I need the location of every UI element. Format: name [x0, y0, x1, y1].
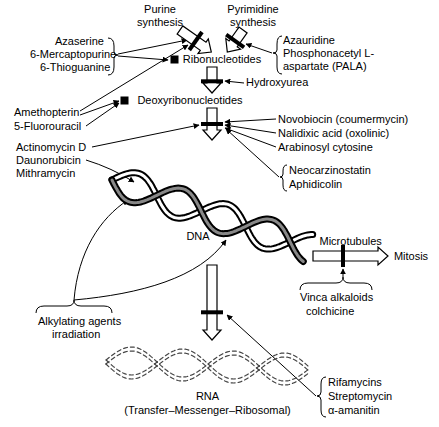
- drug-label: Actinomycin D: [16, 141, 86, 154]
- leader-arrow: [74, 240, 226, 300]
- node-text: Mitosis: [394, 250, 428, 263]
- bracket: [273, 36, 282, 74]
- node-text: Purine synthesis: [133, 3, 187, 29]
- hollow-arrow: [203, 108, 221, 140]
- leader-arrow: [225, 119, 276, 122]
- pathway-node: DNA: [108, 140, 313, 265]
- leader-arrow: [118, 40, 187, 54]
- drug-label: Arabinosyl cytosine: [278, 141, 373, 154]
- pathway-node: Deoxyribonucleotides: [130, 93, 250, 108]
- hollow-arrow: [226, 27, 247, 52]
- leader-arrow: [225, 128, 276, 147]
- block-bar: [201, 79, 223, 83]
- hollow-arrow: [313, 247, 388, 265]
- node-text: DNA: [170, 230, 226, 243]
- pathway-node: Purine synthesis: [133, 2, 187, 30]
- drug-label: 6-Thioguanine: [40, 61, 110, 74]
- helix-strand: [112, 173, 313, 249]
- leader-arrow: [225, 125, 276, 133]
- leader-arrow: [343, 269, 344, 277]
- pathway-node: Mitosis: [388, 249, 434, 264]
- drug-label: 5-Fluorouracil: [14, 120, 81, 133]
- drug-label: 6-Mercaptopurine: [30, 48, 116, 61]
- pathway-node: Ribonucleotides: [180, 52, 264, 67]
- drug-label: Azauridine: [283, 34, 335, 47]
- drug-label: Neocarzinostatin: [289, 164, 371, 177]
- drug-label: Amethopterin: [14, 106, 79, 119]
- dna-helix: [108, 140, 313, 265]
- block-bar: [341, 245, 345, 267]
- leader-arrow: [226, 129, 279, 177]
- drug-label: Daunorubicin: [16, 154, 81, 167]
- block-bar: [189, 32, 202, 50]
- leader-arrow: [92, 125, 199, 147]
- drug-label: Azaserine: [55, 35, 104, 48]
- block-bar: [201, 310, 223, 314]
- helix-strand: [112, 180, 303, 262]
- bracket: [317, 377, 326, 417]
- drug-label: Mithramycin: [16, 167, 75, 180]
- rna-strand-edge: [106, 351, 310, 385]
- leader-arrow: [227, 315, 316, 396]
- drug-label: Phosphonacetyl L-aspartate (PALA): [283, 47, 383, 73]
- block-bar: [201, 122, 223, 126]
- drug-label: Hydroxyurea: [246, 76, 308, 89]
- drug-label: Novobiocin (coumermycin): [278, 113, 408, 126]
- drug-label: Vinca alkaloids: [300, 291, 373, 304]
- leader-arrow: [246, 44, 272, 53]
- helix-strand: [112, 180, 303, 262]
- drug-label: α-amanitin: [328, 404, 380, 417]
- block-bar: [226, 35, 244, 48]
- leader-arrow: [80, 101, 119, 115]
- drug-label: Rifamycins: [328, 376, 382, 389]
- block-square: [171, 56, 178, 63]
- hollow-arrow: [203, 265, 221, 340]
- bracket: [280, 165, 287, 191]
- drug-label: Aphidicolin: [289, 178, 342, 191]
- drug-label: Nalidixic acid (oxolinic): [278, 127, 389, 140]
- drug-label: irradiation: [52, 328, 100, 341]
- block-square: [121, 97, 128, 104]
- leader-arrow: [118, 56, 168, 60]
- node-text: Deoxyribonucleotides: [137, 94, 242, 107]
- pathway-node: Pyrimidine synthesis: [222, 2, 284, 30]
- drug-label: Streptomycin: [328, 390, 392, 403]
- drug-label: colchicine: [306, 305, 354, 318]
- node-text: RNA: [100, 390, 315, 403]
- drug-label: Alkylating agents: [38, 315, 121, 328]
- pathway-node: RNA(Transfer–Messenger–Ribosomal): [100, 340, 315, 420]
- leader-arrow: [74, 200, 128, 300]
- hollow-arrow: [203, 67, 221, 93]
- bracket: [300, 277, 372, 290]
- edge-label: Microtubules: [320, 235, 382, 248]
- bracket: [36, 300, 112, 313]
- leader-arrow: [225, 81, 244, 83]
- leader-arrow: [86, 103, 119, 126]
- helix-strand: [112, 173, 313, 249]
- node-text: Ribonucleotides: [183, 53, 261, 66]
- hollow-arrow: [177, 26, 211, 54]
- node-text: (Transfer–Messenger–Ribosomal): [100, 404, 315, 417]
- node-text: Pyrimidine synthesis: [222, 3, 284, 29]
